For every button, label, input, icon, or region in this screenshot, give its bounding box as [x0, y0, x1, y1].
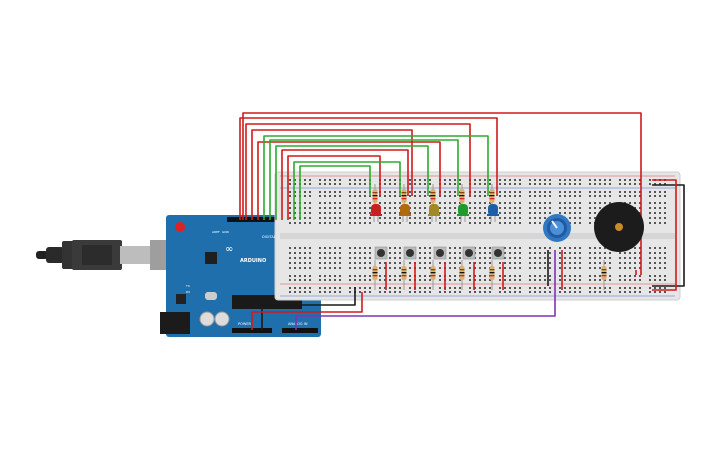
- gnd-label: GND: [222, 230, 230, 234]
- wire-green-3: [275, 145, 429, 220]
- wire-red-4: [257, 141, 441, 220]
- wire-red-5v: [251, 292, 363, 330]
- digital-label: DIGITAL: [262, 235, 276, 239]
- analog-label: ANALOG IN: [288, 322, 308, 326]
- piezo-buzzer[interactable]: [594, 202, 644, 252]
- led-3[interactable]: [428, 204, 440, 222]
- potentiometer[interactable]: [543, 214, 571, 242]
- wire-green-1: [263, 135, 489, 220]
- analog-header: [282, 328, 318, 333]
- tx-label: TX: [185, 284, 190, 288]
- led-5[interactable]: [487, 204, 499, 222]
- led-4[interactable]: [457, 204, 469, 222]
- wire-green-5: [299, 165, 371, 220]
- wire-red-buzzer: [242, 112, 642, 275]
- wire-red-5: [281, 149, 409, 220]
- wire-red-6: [287, 155, 381, 220]
- wire-black-rail: [652, 184, 685, 287]
- digital-header: [227, 217, 279, 222]
- wires: [239, 112, 685, 330]
- wire-red-1: [239, 117, 498, 220]
- pot-knob-indicator: [551, 220, 558, 229]
- reset-label: RESET: [250, 337, 260, 341]
- arduino-logo-text: ARDUINO: [240, 258, 266, 264]
- buzzer-center: [615, 223, 623, 231]
- pushbutton-2[interactable]: [403, 246, 417, 260]
- usb-chip: [205, 252, 217, 264]
- wire-red-2: [245, 123, 471, 220]
- power-jack: [160, 312, 190, 334]
- wire-black-gnd: [261, 287, 356, 330]
- wire-purple-analog: [295, 250, 556, 330]
- voltage-regulator: [176, 294, 186, 304]
- led-2[interactable]: [399, 204, 411, 222]
- rx-label: RX: [186, 290, 190, 294]
- pushbutton-4[interactable]: [462, 246, 476, 260]
- power-label: POWER: [238, 322, 252, 326]
- led-1[interactable]: [370, 204, 382, 222]
- reset-button[interactable]: [175, 222, 185, 232]
- wire-red-3: [251, 129, 413, 220]
- crystal: [205, 292, 217, 300]
- pushbutton-1[interactable]: [374, 246, 388, 260]
- capacitor-1: [199, 311, 215, 327]
- aref-label: AREF: [212, 230, 220, 234]
- arduino-brand-mark: ∞: [225, 244, 233, 255]
- wire-green-2: [269, 139, 459, 220]
- pushbutton-3[interactable]: [433, 246, 447, 260]
- pushbutton-5[interactable]: [491, 246, 505, 260]
- usb-cable: [36, 240, 176, 270]
- leds: [370, 204, 499, 222]
- power-header: [232, 328, 272, 333]
- wire-red-rail: [652, 179, 677, 291]
- capacitor-2: [214, 311, 230, 327]
- wire-green-4: [293, 161, 401, 220]
- pushbuttons: [374, 246, 505, 260]
